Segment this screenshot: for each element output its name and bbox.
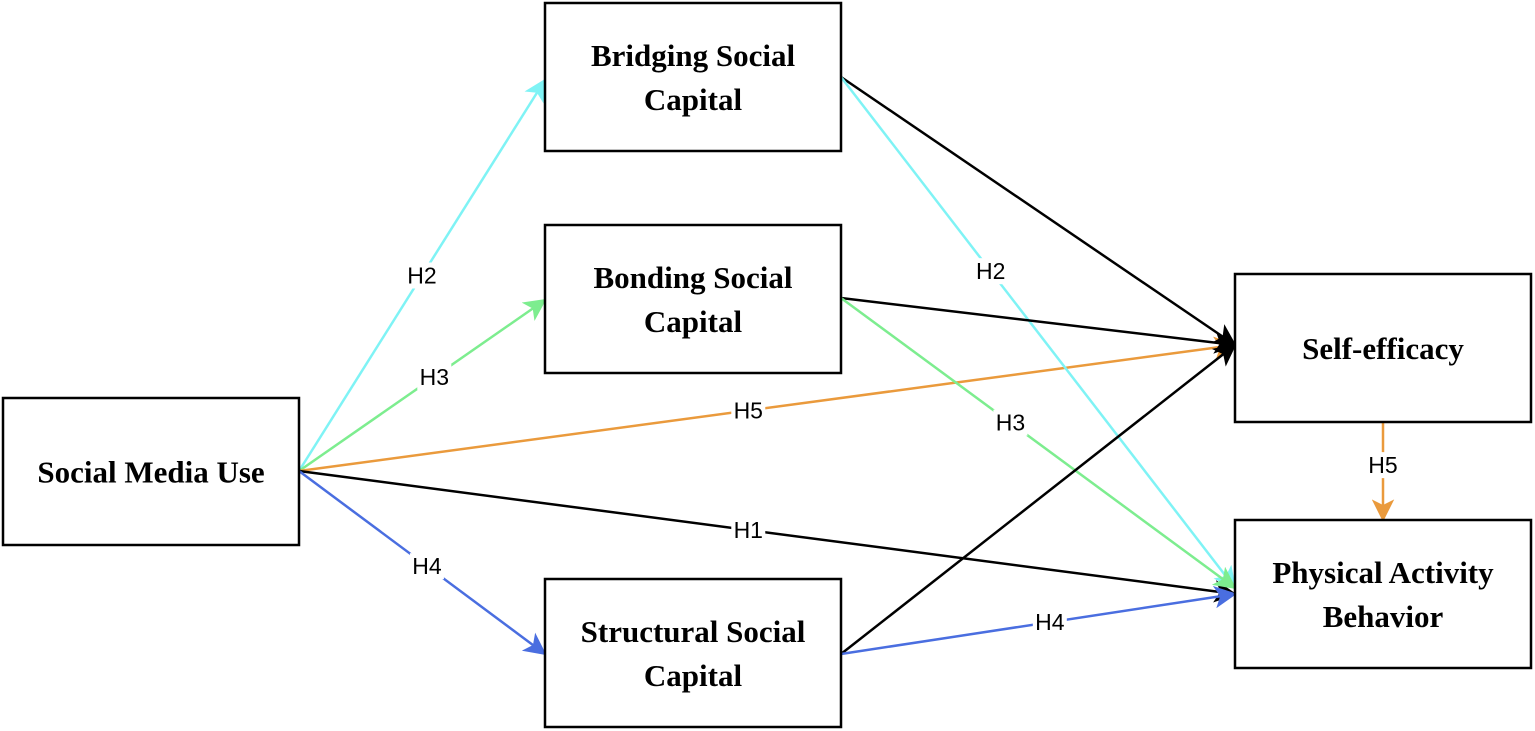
node-label-pab: Physical Activity bbox=[1272, 555, 1494, 590]
edge-label-smu-bridging: H2 bbox=[407, 263, 436, 289]
edge-line-structural-selfefficacy bbox=[840, 343, 1237, 655]
edge-label-bonding-pab: H3 bbox=[996, 410, 1025, 436]
edge-label-smu-selfefficacy: H5 bbox=[734, 398, 763, 424]
edge-label-structural-pab: H4 bbox=[1035, 609, 1065, 635]
edge-label-smu-structural: H4 bbox=[412, 553, 442, 579]
node-box-pab bbox=[1233, 518, 1533, 670]
edge-bridging-pab: H2 bbox=[840, 76, 1237, 590]
node-label-bonding: Capital bbox=[644, 304, 743, 339]
edge-structural-pab: H4 bbox=[840, 585, 1237, 656]
edge-selfefficacy-pab: H5 bbox=[1366, 422, 1400, 522]
node-box-selfefficacy bbox=[1233, 272, 1533, 424]
edge-line-bridging-pab bbox=[840, 76, 1237, 590]
edge-line-smu-selfefficacy bbox=[298, 336, 1237, 473]
edge-line-bridging-selfefficacy bbox=[840, 75, 1237, 347]
node-label-selfefficacy: Self-efficacy bbox=[1302, 331, 1464, 366]
edge-label-bg bbox=[731, 517, 766, 544]
edge-label-bg bbox=[405, 262, 439, 289]
edge-bonding-pab: H3 bbox=[840, 296, 1237, 590]
edge-line-bonding-pab bbox=[840, 296, 1237, 590]
edge-label-bg bbox=[1032, 609, 1067, 636]
edge-smu-bridging: H2 bbox=[297, 78, 547, 472]
node-label-bridging: Bridging Social bbox=[591, 38, 796, 73]
node-label-smu: Social Media Use bbox=[37, 455, 264, 490]
edge-label-bg bbox=[993, 409, 1028, 436]
edge-label-bg bbox=[731, 397, 766, 424]
edge-smu-structural: H4 bbox=[298, 469, 547, 656]
node-smu: Social Media Use bbox=[1, 396, 301, 547]
edge-bonding-selfefficacy bbox=[840, 296, 1237, 354]
edge-smu-pab: H1 bbox=[298, 469, 1237, 603]
edge-label-bridging-pab: H2 bbox=[976, 258, 1005, 284]
edge-label-smu-bonding: H3 bbox=[420, 364, 449, 390]
node-selfefficacy: Self-efficacy bbox=[1233, 272, 1533, 424]
edge-structural-selfefficacy bbox=[840, 343, 1237, 655]
edge-line-smu-pab bbox=[298, 469, 1237, 603]
edge-label-selfefficacy-pab: H5 bbox=[1368, 452, 1397, 478]
edge-smu-bonding: H3 bbox=[298, 298, 547, 473]
node-label-bonding: Bonding Social bbox=[594, 260, 793, 295]
node-label-pab: Behavior bbox=[1323, 599, 1444, 634]
edge-label-bg bbox=[417, 363, 452, 390]
edge-line-bonding-selfefficacy bbox=[840, 296, 1237, 354]
node-box-bonding bbox=[543, 223, 843, 375]
node-label-bridging: Capital bbox=[644, 82, 743, 117]
edge-label-bg bbox=[973, 258, 1008, 285]
node-box-bridging bbox=[543, 1, 843, 153]
node-box-structural bbox=[543, 577, 843, 729]
node-label-structural: Structural Social bbox=[581, 614, 806, 649]
edge-bridging-selfefficacy bbox=[840, 75, 1237, 347]
edge-label-smu-pab: H1 bbox=[734, 517, 763, 543]
edge-label-bg bbox=[1366, 452, 1400, 479]
node-label-structural: Capital bbox=[644, 658, 743, 693]
edge-smu-selfefficacy: H5 bbox=[298, 336, 1237, 473]
edge-label-bg bbox=[409, 553, 444, 580]
node-box-smu bbox=[1, 396, 301, 547]
